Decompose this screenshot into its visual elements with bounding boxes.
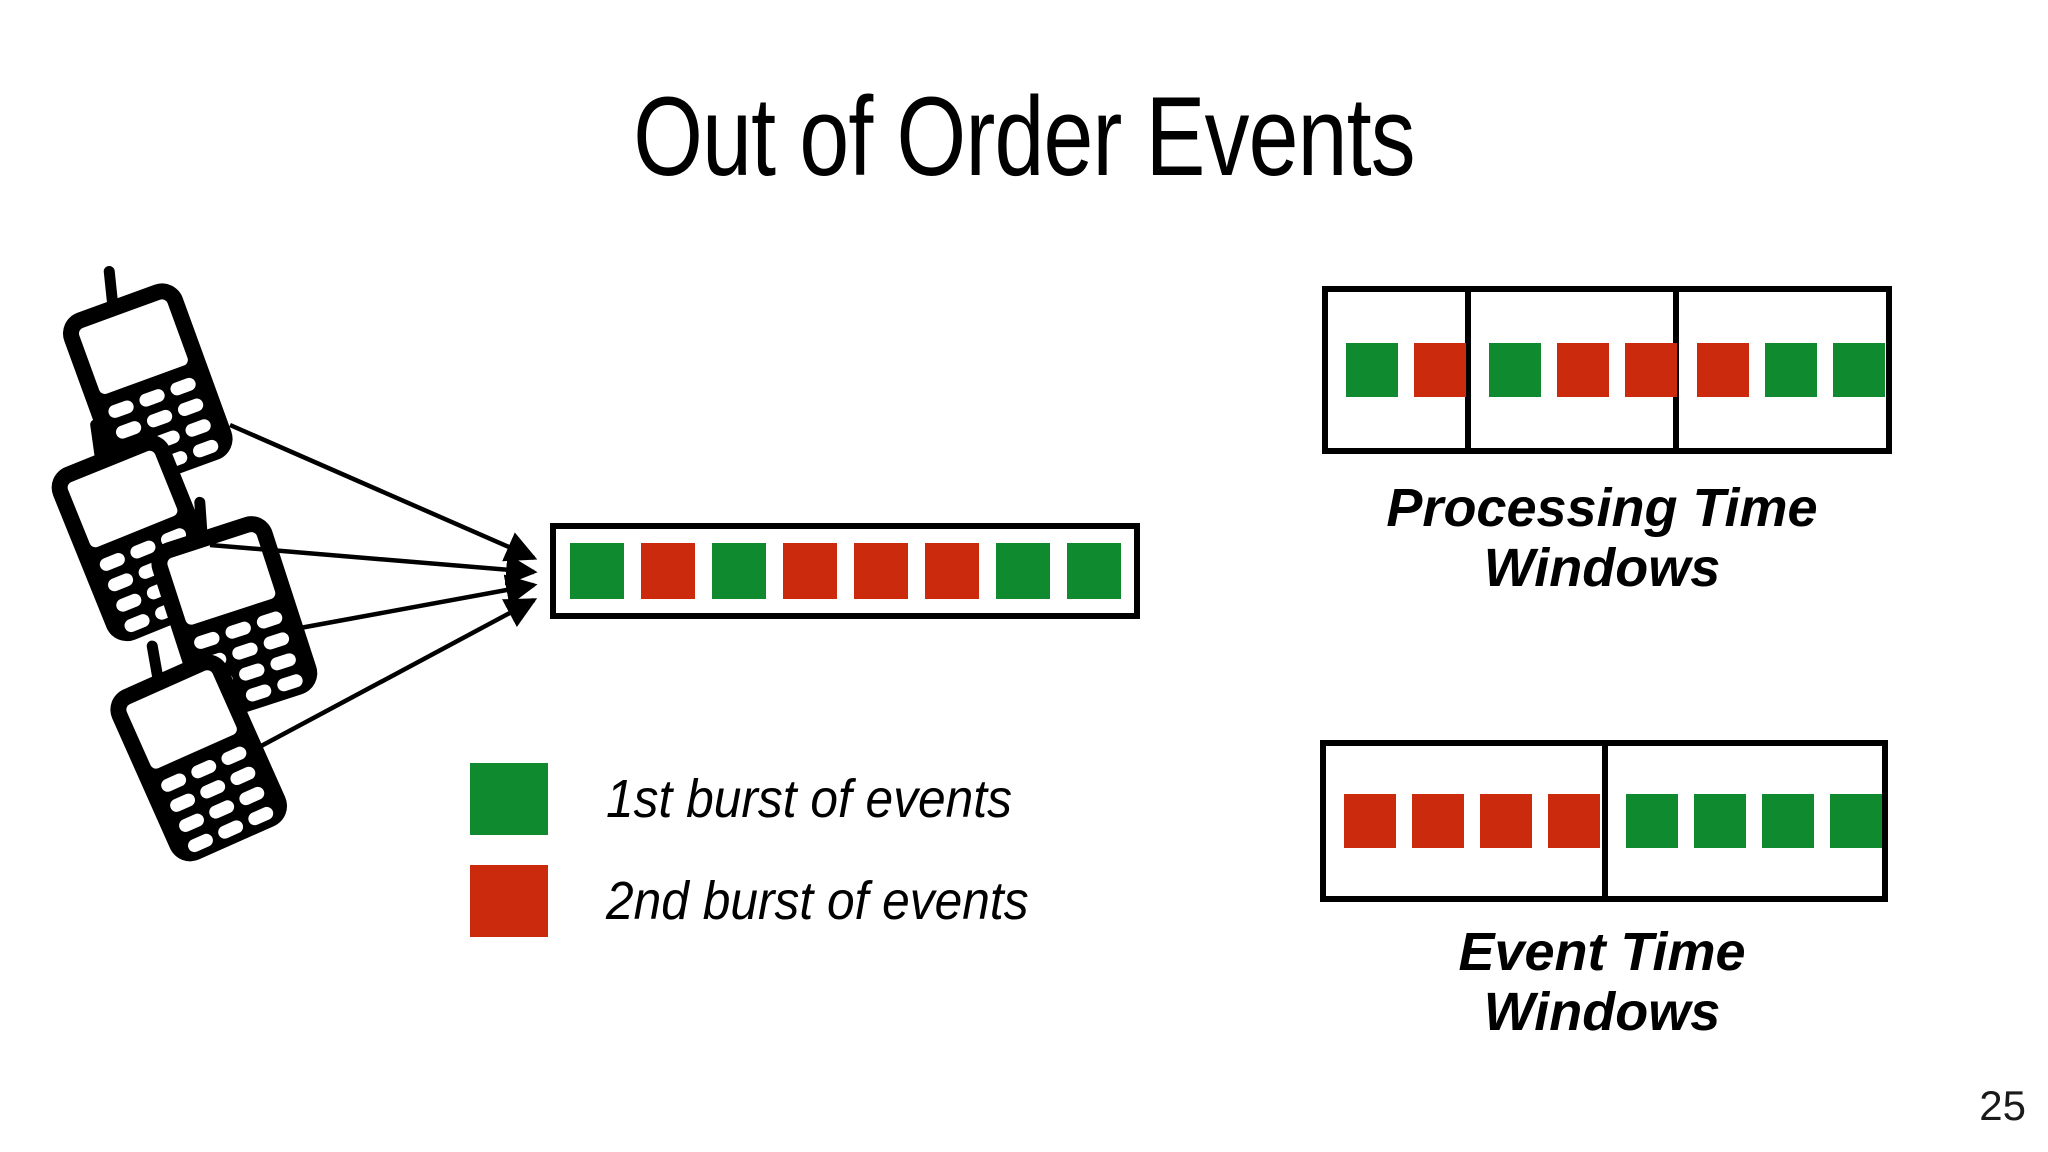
event-square-green (1693, 794, 1746, 848)
event-square-red (925, 543, 979, 599)
caption-line-2: Windows (1483, 538, 1721, 599)
event-square-green (1829, 794, 1882, 848)
page-number: 25 (1979, 1082, 2026, 1129)
event-square-green (1346, 343, 1398, 397)
event-square-red (1344, 794, 1396, 848)
legend-item: 1st burst of events (470, 758, 1065, 840)
event-square-green (570, 543, 624, 599)
processing-time-windows-diagram (1322, 286, 1892, 454)
event-square-green (1765, 343, 1817, 397)
event-square-green (1833, 343, 1885, 397)
processing-window-3 (1679, 292, 1886, 448)
legend-label-second-burst: 2nd burst of events (606, 871, 1029, 931)
event-square-red (783, 543, 837, 599)
event-square-green (1625, 794, 1678, 848)
event-square-green (1761, 794, 1814, 848)
event-square-red (854, 543, 908, 599)
legend-item: 2nd burst of events (470, 860, 1065, 942)
caption-line-2: Windows (1483, 982, 1721, 1043)
event-window-1 (1326, 746, 1608, 896)
processing-window-2 (1471, 292, 1679, 448)
legend-label-first-burst: 1st burst of events (606, 769, 1012, 829)
legend-swatch-green (470, 763, 548, 835)
processing-window-1 (1328, 292, 1471, 448)
caption-line-1: Processing Time (1386, 478, 1818, 538)
event-square-red (641, 543, 695, 599)
incoming-event-stream (550, 523, 1140, 619)
mobile-phone-icon-4 (78, 609, 309, 880)
event-square-green (1489, 343, 1541, 397)
event-square-red (1412, 794, 1464, 848)
event-time-windows-diagram (1320, 740, 1888, 902)
caption-line-1: Event Time (1458, 922, 1746, 982)
event-square-red (1625, 343, 1677, 397)
event-window-2 (1608, 746, 1882, 896)
page-title: Out of Order Events (633, 74, 1415, 199)
event-square-green (996, 543, 1050, 599)
event-square-red (1414, 343, 1466, 397)
event-square-red (1480, 794, 1532, 848)
event-square-red (1697, 343, 1749, 397)
processing-time-windows-caption: Processing Time Windows (1282, 478, 1922, 599)
event-square-green (712, 543, 766, 599)
event-square-red (1548, 794, 1600, 848)
event-square-green (1067, 543, 1121, 599)
arrow-phone-3 (299, 574, 538, 631)
legend: 1st burst of events 2nd burst of events (470, 758, 1065, 962)
event-square-red (1557, 343, 1609, 397)
legend-swatch-red (470, 865, 548, 937)
event-time-windows-caption: Event Time Windows (1282, 922, 1922, 1043)
